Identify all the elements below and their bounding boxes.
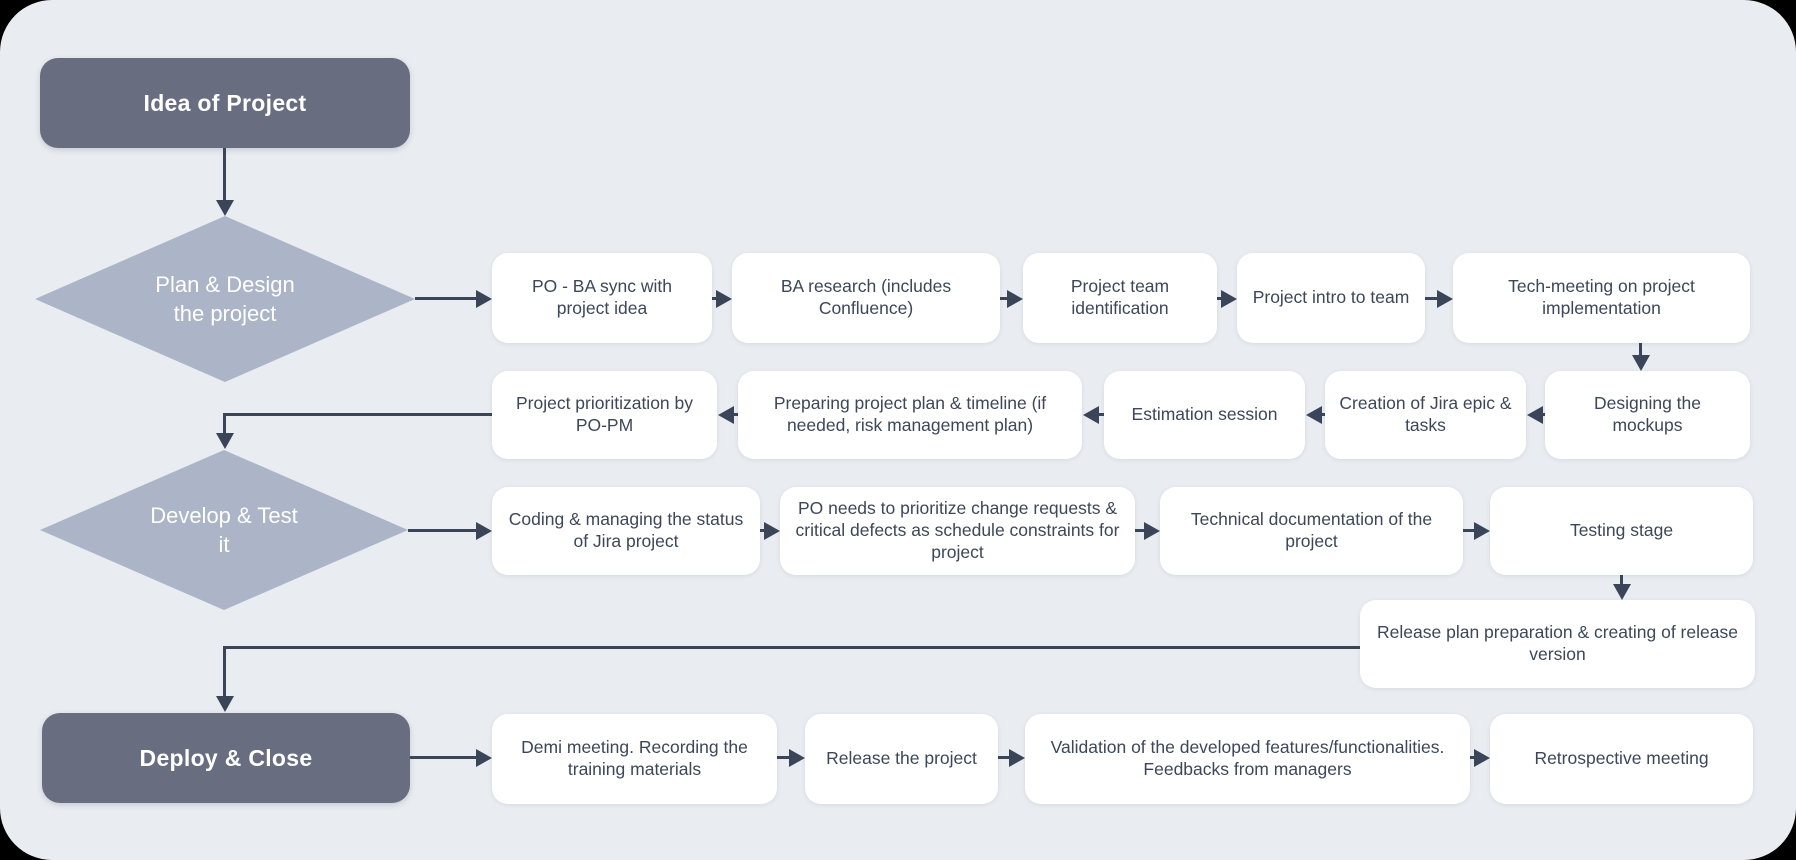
arrow-develop-to-coding xyxy=(408,521,492,540)
process-project-intro: Project intro to team xyxy=(1237,253,1425,343)
process-label: Designing the mockups xyxy=(1593,393,1702,435)
stage-box-idea-of-project: Idea of Project xyxy=(40,58,410,148)
arrow-po-ba-sync-to-ba-research xyxy=(712,289,732,308)
process-label: Release plan preparation & creating of r… xyxy=(1377,622,1738,664)
arrow-estimation-to-project-plan xyxy=(1083,405,1104,424)
process-jira-epic-tasks: Creation of Jira epic & tasks xyxy=(1325,371,1526,459)
arrow-release-plan-to-deploy xyxy=(215,646,234,712)
arrow-tech-meeting-to-designing-mockups xyxy=(1631,343,1650,371)
arrow-tech-doc-to-testing xyxy=(1463,521,1490,540)
arrow-jira-epic-to-estimation xyxy=(1306,405,1325,424)
process-validation-feedbacks: Validation of the developed features/fun… xyxy=(1025,714,1470,804)
decision-develop-test: Develop & Test it xyxy=(40,450,408,610)
arrow-project-intro-to-tech-meeting xyxy=(1425,289,1453,308)
process-label: Coding & managing the status of Jira pro… xyxy=(508,509,744,551)
stage-label: Deploy & Close xyxy=(139,744,313,771)
arrow-po-prioritize-to-tech-doc xyxy=(1135,521,1160,540)
process-release-project: Release the project xyxy=(805,714,998,804)
process-label: Estimation session xyxy=(1131,404,1278,425)
arrow-plan-to-po-ba-sync xyxy=(415,289,492,308)
process-label: Project prioritization by PO-PM xyxy=(515,393,694,435)
process-release-plan-preparation: Release plan preparation & creating of r… xyxy=(1360,600,1755,688)
arrow-team-identification-to-project-intro xyxy=(1217,289,1237,308)
process-label: BA research (includes Confluence) xyxy=(780,276,952,318)
process-label: Testing stage xyxy=(1569,520,1674,541)
process-label: Project team identification xyxy=(1070,276,1170,318)
arrow-demi-meeting-to-release-project xyxy=(777,748,805,767)
process-estimation-session: Estimation session xyxy=(1104,371,1305,459)
arrow-testing-to-release-plan xyxy=(1612,575,1631,600)
arrow-coding-to-po-prioritize xyxy=(760,521,780,540)
process-retrospective-meeting: Retrospective meeting xyxy=(1490,714,1753,804)
arrow-project-plan-to-prioritization xyxy=(718,405,738,424)
arrow-idea-to-plan xyxy=(215,148,234,216)
process-label: PO needs to prioritize change requests &… xyxy=(795,498,1120,562)
process-label: PO - BA sync with project idea xyxy=(531,276,673,318)
process-po-prioritize-change: PO needs to prioritize change requests &… xyxy=(780,487,1135,575)
process-label: Creation of Jira epic & tasks xyxy=(1339,393,1512,435)
arrow-prioritization-to-develop xyxy=(215,413,234,449)
process-team-identification: Project team identification xyxy=(1023,253,1217,343)
process-label: Retrospective meeting xyxy=(1534,748,1709,769)
arrow-release-project-to-validation xyxy=(998,748,1025,767)
process-label: Release the project xyxy=(826,748,977,769)
process-designing-mockups: Designing the mockups xyxy=(1545,371,1750,459)
process-tech-meeting: Tech-meeting on project implementation xyxy=(1453,253,1750,343)
stage-box-deploy-close: Deploy & Close xyxy=(42,713,410,803)
decision-plan-design-project: Plan & Design the project xyxy=(35,216,415,382)
process-prioritization-po-pm: Project prioritization by PO-PM xyxy=(492,371,717,459)
process-testing-stage: Testing stage xyxy=(1490,487,1753,575)
process-label: Demi meeting. Recording the training mat… xyxy=(521,737,748,779)
stage-label: Idea of Project xyxy=(143,89,307,116)
process-label: Technical documentation of the project xyxy=(1190,509,1433,551)
process-label: Preparing project plan & timeline (if ne… xyxy=(773,393,1047,435)
arrow-designing-mockups-to-jira-epic xyxy=(1527,405,1545,424)
decision-label: Develop & Test it xyxy=(150,502,298,557)
process-ba-research: BA research (includes Confluence) xyxy=(732,253,1000,343)
process-label: Project intro to team xyxy=(1252,287,1410,308)
arrow-deploy-to-demi-meeting xyxy=(410,748,492,767)
process-demi-meeting: Demi meeting. Recording the training mat… xyxy=(492,714,777,804)
process-coding-managing: Coding & managing the status of Jira pro… xyxy=(492,487,760,575)
decision-label: Plan & Design the project xyxy=(155,271,295,326)
process-technical-documentation: Technical documentation of the project xyxy=(1160,487,1463,575)
arrow-prioritization-elbow-horizontal xyxy=(225,413,492,416)
arrow-ba-research-to-team-identification xyxy=(1000,289,1023,308)
arrow-release-plan-elbow-horizontal xyxy=(225,646,1360,649)
arrow-validation-to-retrospective xyxy=(1470,748,1490,767)
process-po-ba-sync: PO - BA sync with project idea xyxy=(492,253,712,343)
process-label: Tech-meeting on project implementation xyxy=(1508,276,1695,318)
process-project-plan-timeline: Preparing project plan & timeline (if ne… xyxy=(738,371,1082,459)
process-label: Validation of the developed features/fun… xyxy=(1050,737,1445,779)
